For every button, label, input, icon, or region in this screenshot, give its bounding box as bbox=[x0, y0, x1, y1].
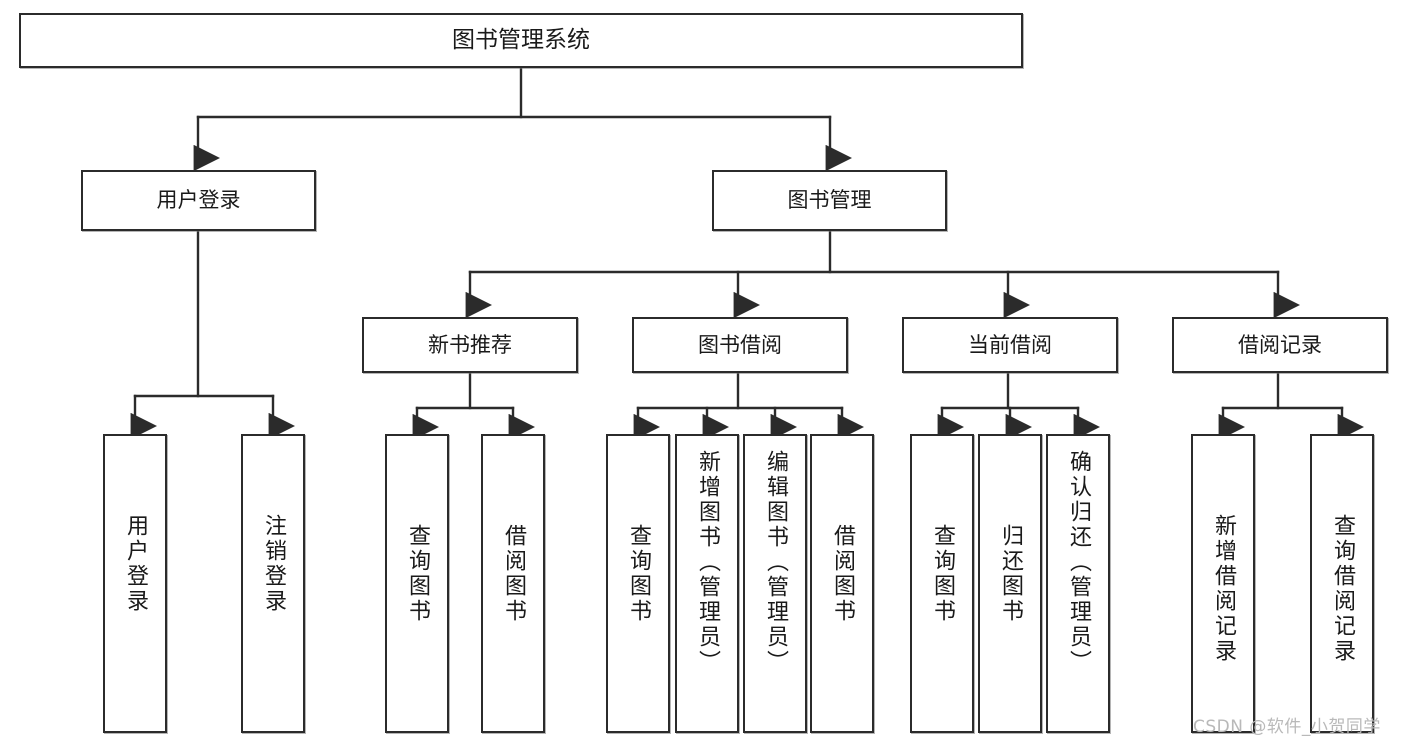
node-borrow-record[interactable]: 借阅记录 bbox=[1172, 317, 1388, 373]
node-label: 查询借阅记录 bbox=[1330, 514, 1355, 664]
node-label: 新增借阅记录 bbox=[1211, 514, 1236, 664]
node-label: 图书管理系统 bbox=[452, 26, 590, 53]
node-label: 编辑图书（管理员） bbox=[763, 450, 788, 675]
node-label: 查询图书 bbox=[930, 524, 955, 624]
leaf-borrow-record-add[interactable]: 新增借阅记录 bbox=[1191, 434, 1255, 733]
leaf-user-login-login[interactable]: 用户登录 bbox=[103, 434, 167, 733]
leaf-current-borrow-return[interactable]: 归还图书 bbox=[978, 434, 1042, 733]
node-current-borrow[interactable]: 当前借阅 bbox=[902, 317, 1118, 373]
leaf-book-borrow-query[interactable]: 查询图书 bbox=[606, 434, 670, 733]
node-label: 图书管理 bbox=[787, 188, 872, 213]
leaf-book-borrow-add[interactable]: 新增图书（管理员） bbox=[675, 434, 739, 733]
node-label: 新增图书（管理员） bbox=[695, 450, 720, 675]
node-label: 当前借阅 bbox=[968, 332, 1052, 357]
node-label: 用户登录 bbox=[123, 514, 148, 614]
node-label: 查询图书 bbox=[405, 524, 430, 624]
leaf-current-borrow-query[interactable]: 查询图书 bbox=[910, 434, 974, 733]
leaf-book-borrow-edit[interactable]: 编辑图书（管理员） bbox=[743, 434, 807, 733]
leaf-borrow-record-query[interactable]: 查询借阅记录 bbox=[1310, 434, 1374, 733]
node-new-book-recommend[interactable]: 新书推荐 bbox=[362, 317, 578, 373]
node-label: 用户登录 bbox=[156, 188, 241, 213]
node-book-borrow[interactable]: 图书借阅 bbox=[632, 317, 848, 373]
node-label: 查询图书 bbox=[626, 524, 651, 624]
leaf-book-borrow-lend[interactable]: 借阅图书 bbox=[810, 434, 874, 733]
node-label: 注销登录 bbox=[261, 514, 286, 614]
node-root-system[interactable]: 图书管理系统 bbox=[19, 13, 1023, 68]
node-book-management[interactable]: 图书管理 bbox=[712, 170, 947, 231]
node-label: 归还图书 bbox=[998, 524, 1023, 624]
node-label: 借阅图书 bbox=[501, 524, 526, 624]
leaf-new-book-borrow[interactable]: 借阅图书 bbox=[481, 434, 545, 733]
node-label: 借阅记录 bbox=[1238, 332, 1322, 357]
watermark-text: CSDN @软件_小贺同学 bbox=[1193, 717, 1381, 737]
node-label: 图书借阅 bbox=[698, 332, 782, 357]
node-user-login[interactable]: 用户登录 bbox=[81, 170, 316, 231]
node-label: 确认归还（管理员） bbox=[1066, 450, 1091, 675]
node-label: 借阅图书 bbox=[830, 524, 855, 624]
leaf-user-login-logout[interactable]: 注销登录 bbox=[241, 434, 305, 733]
leaf-new-book-query[interactable]: 查询图书 bbox=[385, 434, 449, 733]
leaf-current-borrow-confirm-return[interactable]: 确认归还（管理员） bbox=[1046, 434, 1110, 733]
node-label: 新书推荐 bbox=[428, 332, 512, 357]
